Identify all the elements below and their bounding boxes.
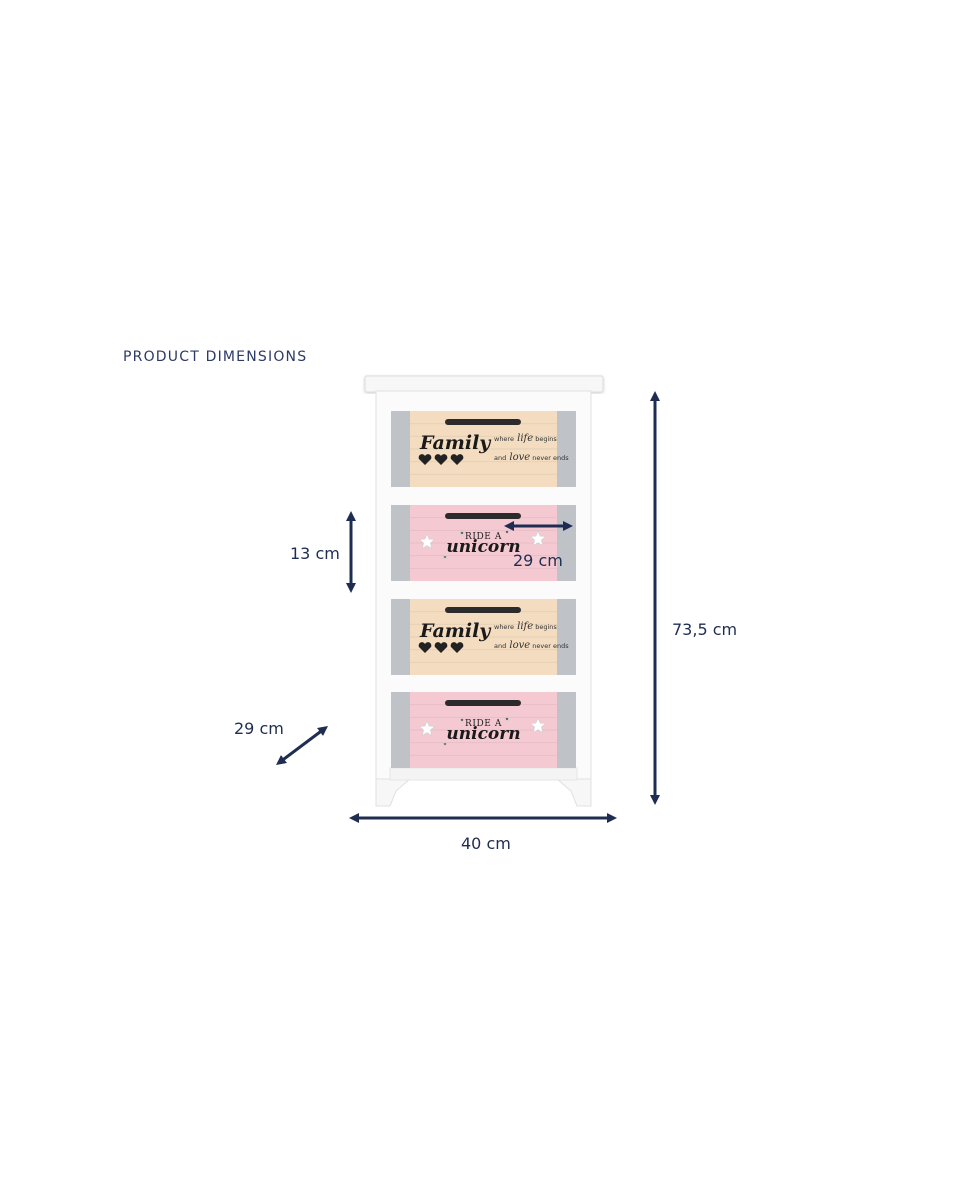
- drawer-right-panel: [557, 411, 576, 487]
- star-icon: [442, 741, 448, 747]
- star-icon: [442, 554, 448, 560]
- drawer-handle[interactable]: [445, 513, 521, 519]
- drawer-title: unicorn: [446, 724, 520, 744]
- drawer-handle[interactable]: [445, 419, 521, 425]
- cabinet-bottom-rail: [389, 767, 578, 781]
- drawer-right-panel: [557, 692, 576, 768]
- star-icon: [529, 530, 547, 547]
- drawer-caption: and love never ends: [494, 452, 569, 463]
- cabinet-leg-left: [375, 778, 412, 807]
- star-icon: [418, 720, 436, 737]
- cabinet-top: [364, 375, 604, 393]
- star-icon: [504, 529, 510, 535]
- drawer-left-panel: [391, 411, 410, 487]
- heart-icon: [434, 454, 448, 465]
- star-icon: [504, 716, 510, 722]
- heart-icon: [434, 642, 448, 653]
- drawer-caption: where life begins: [494, 433, 557, 444]
- drawer-left-panel: [391, 599, 410, 675]
- height-label: 73,5 cm: [672, 620, 738, 639]
- width-label: 40 cm: [461, 834, 511, 853]
- drawer-caption: where life begins: [494, 621, 557, 632]
- drawer-subtitle: RIDE A: [465, 719, 502, 729]
- drawer-subtitle: RIDE A: [465, 532, 502, 542]
- page-title: PRODUCT DIMENSIONS: [123, 349, 308, 365]
- drawer-title: Family: [419, 432, 492, 454]
- drawer-left-panel: [391, 692, 410, 768]
- depth-arrow: [276, 726, 328, 765]
- heart-icon: [450, 642, 464, 653]
- drawer-title: Family: [419, 620, 492, 642]
- drawer-handle[interactable]: [445, 700, 521, 706]
- heart-icon: [450, 454, 464, 465]
- star-icon: [529, 717, 547, 734]
- heart-icon: [418, 454, 432, 465]
- drawer-depth-label: 29 cm: [513, 551, 563, 570]
- drawer-title: unicorn: [446, 537, 520, 557]
- star-icon: [418, 533, 436, 550]
- cabinet-leg-right: [555, 778, 592, 807]
- drawer-handle[interactable]: [445, 607, 521, 613]
- drawer-right-panel: [557, 599, 576, 675]
- depth-label: 29 cm: [234, 719, 284, 738]
- drawer-height-label: 13 cm: [290, 544, 340, 563]
- star-icon: [459, 717, 465, 723]
- drawer-caption: and love never ends: [494, 640, 569, 651]
- drawer-left-panel: [391, 505, 410, 581]
- star-icon: [459, 530, 465, 536]
- heart-icon: [418, 642, 432, 653]
